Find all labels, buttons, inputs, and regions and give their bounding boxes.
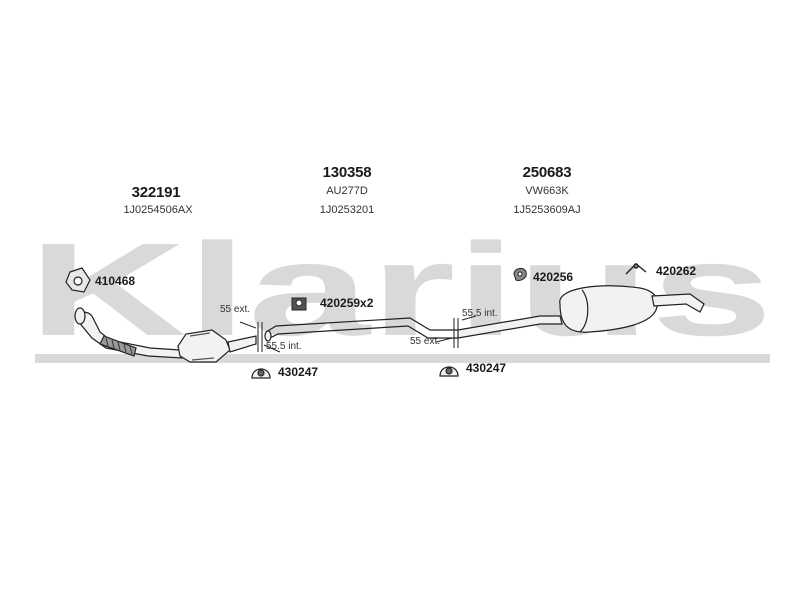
oe-code-label: 1J0253201 [319, 204, 375, 216]
watermark-text: Klarius [28, 216, 773, 363]
catalytic-converter-130358 [177, 329, 257, 363]
joint-ext-label: 55 ext. [410, 336, 441, 347]
ref-code-label: VW663K [525, 185, 569, 197]
fitting-label-410468: 410468 [95, 274, 136, 288]
joint-ext-label: 55 ext. [220, 304, 251, 315]
fitting-label-430247: 430247 [278, 365, 319, 379]
clamp-icon [439, 366, 459, 377]
joint-marker-1 [239, 321, 281, 353]
fitting-label-430247: 430247 [466, 361, 507, 375]
part-number-label: 250683 [522, 164, 572, 181]
joint-int-label: 55.5 int. [462, 308, 498, 319]
clamp-icon [251, 368, 271, 379]
part-number-label: 322191 [131, 184, 181, 201]
watermark-underline [35, 354, 770, 363]
oe-code-label: 1J5253609AJ [513, 204, 581, 216]
watermark: Klarius [28, 216, 773, 363]
gasket-icon [65, 267, 91, 293]
ref-code-label: AU277D [326, 185, 368, 197]
fitting-label-420256: 420256 [533, 270, 574, 284]
middle-pipe [264, 317, 458, 342]
bracket-icon [625, 263, 647, 275]
rubber-mount-icon [291, 297, 307, 311]
fitting-label-420262: 420262 [656, 264, 697, 278]
joint-marker-2 [435, 315, 477, 348]
part-number-label: 130358 [322, 164, 372, 181]
joint-int-label: 55.5 int. [266, 341, 302, 352]
oe-code-label: 1J0254506AX [123, 204, 193, 216]
fitting-label-420259x2: 420259x2 [320, 296, 374, 310]
front-pipe-322191 [74, 307, 183, 359]
hanger-icon [513, 267, 527, 281]
